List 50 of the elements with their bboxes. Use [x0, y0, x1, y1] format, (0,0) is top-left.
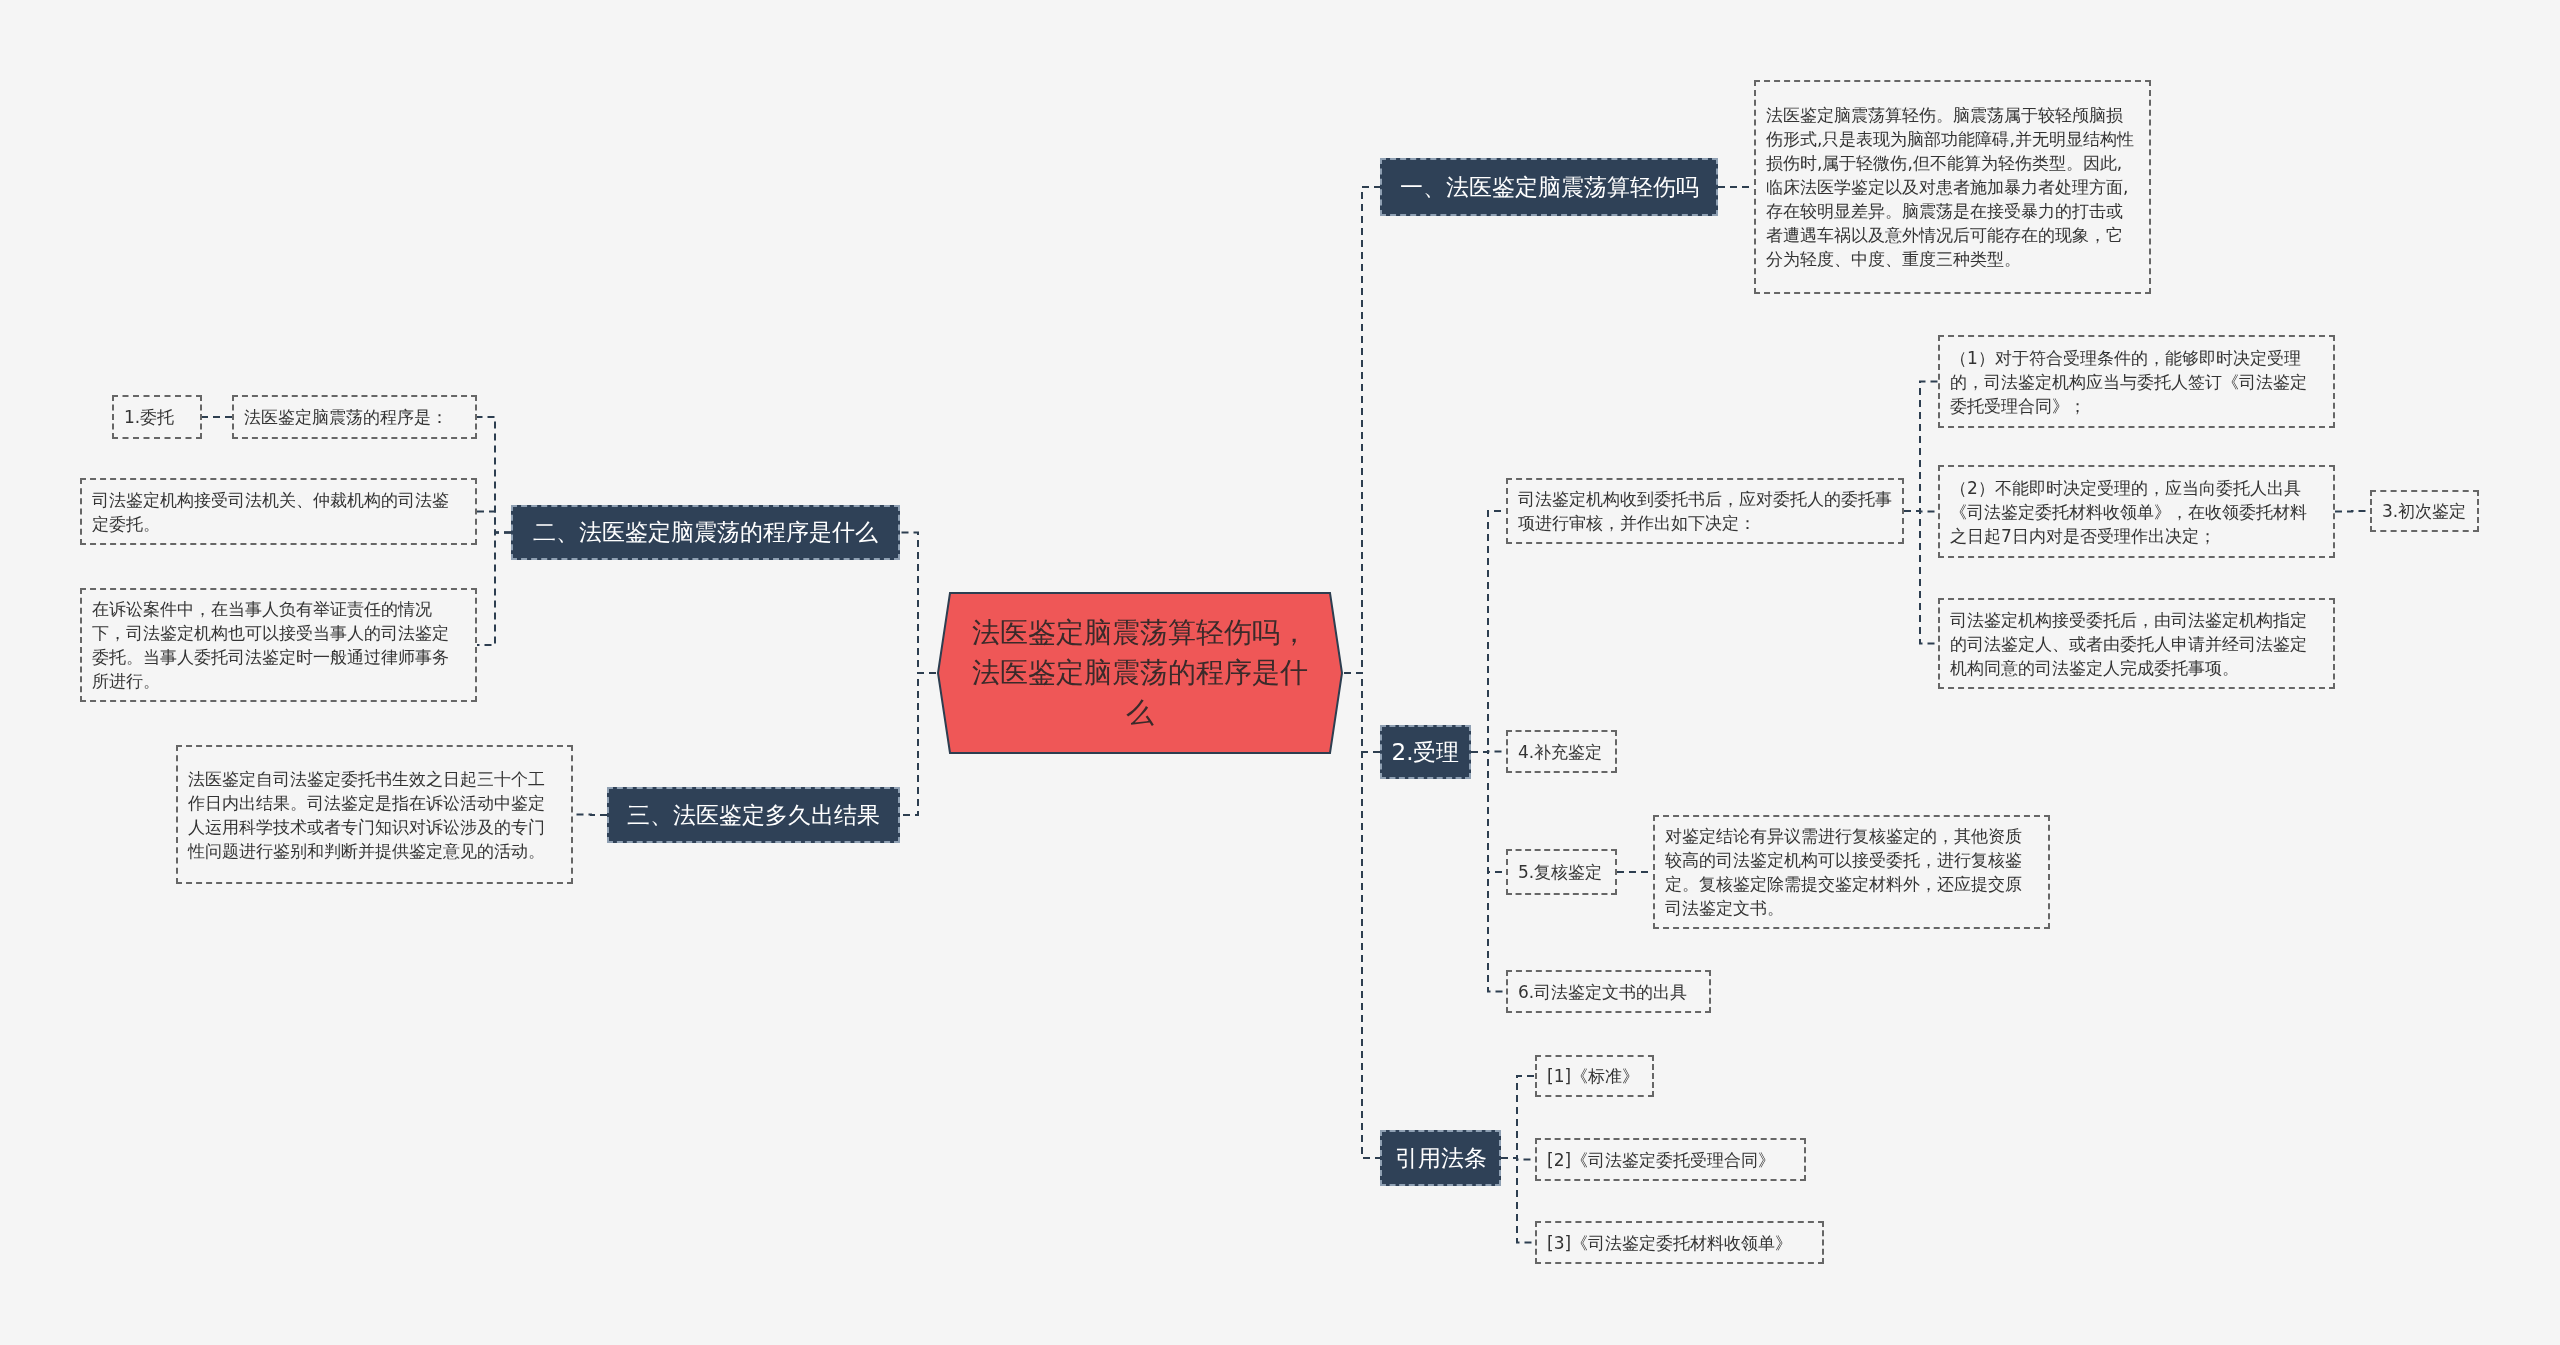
note-box [176, 745, 573, 884]
topic-box [1380, 158, 1718, 216]
note-text: 6.司法鉴定文书的出具 [1518, 980, 1688, 1004]
topic-box [1380, 1130, 1501, 1186]
note-text: 法医鉴定脑震荡算轻伤。脑震荡属于较轻颅脑损伤形式,只是表现为脑部功能障碍,并无明显结构性损伤时,属于轻微伤,但不能算为轻伤类型。因此,临床法医学鉴定以及对患者施加暴力者处理方面,存在较明显差异。脑震荡是在接受暴力的打击或者遭遇车祸以及意外情况后可能存在的现象，它分为轻度、中度、重度三种类型。 [1766, 104, 2135, 271]
topic-box [511, 505, 900, 560]
topic-label: 2.受理 [1391, 737, 1460, 767]
note-text: 对鉴定结论有异议需进行复核鉴定的，其他资质较高的司法鉴定机构可以接受委托，进行复核鉴定。复核鉴定除需提交鉴定材料外，还应提交原司法鉴定文书。 [1665, 825, 2023, 920]
note-text: [1]《标准》 [1547, 1065, 1640, 1088]
note-box [232, 395, 477, 439]
note-text: 1.委托 [124, 406, 175, 429]
note-box [112, 395, 202, 439]
topic-box [607, 787, 900, 843]
note-box [1506, 849, 1617, 895]
note-text: 法医鉴定脑震荡的程序是： [244, 406, 448, 429]
topic-label: 引用法条 [1394, 1143, 1487, 1173]
note-box [1535, 1055, 1654, 1097]
note-box [1653, 815, 2050, 929]
central-topic-text: 法医鉴定脑震荡算轻伤吗，法医鉴定脑震荡的程序是什么 [971, 615, 1309, 731]
note-box [1754, 80, 2151, 294]
note-text: 司法鉴定机构接受委托后，由司法鉴定机构指定的司法鉴定人、或者由委托人申请并经司法鉴定机构同意的司法鉴定人完成委托事项。 [1950, 608, 2308, 680]
note-text: 司法鉴定机构收到委托书后，应对委托人的委托事项进行审核，并作出如下决定： [1518, 488, 1892, 535]
note-box [1938, 598, 2335, 689]
note-box [80, 478, 477, 545]
note-box [1535, 1221, 1824, 1264]
central-topic [936, 591, 1344, 755]
note-text: 3.初次鉴定 [2382, 500, 2467, 523]
note-box [1506, 730, 1617, 773]
topic-label: 二、法医鉴定脑震荡的程序是什么 [533, 518, 878, 547]
note-box [1938, 465, 2335, 558]
note-text: 4.补充鉴定 [1518, 740, 1603, 764]
note-box [1535, 1138, 1806, 1181]
connector-line [201, 416, 233, 418]
note-text: 司法鉴定机构接受司法机关、仲裁机构的司法鉴定委托。 [92, 488, 450, 536]
note-text: [2]《司法鉴定委托受理合同》 [1547, 1148, 1776, 1172]
topic-label: 一、法医鉴定脑震荡算轻伤吗 [1399, 172, 1699, 202]
note-box [1938, 335, 2335, 428]
topic-box [1380, 725, 1471, 779]
note-text: 在诉讼案件中，在当事人负有举证责任的情况下，司法鉴定机构也可以接受当事人的司法鉴定委托。当事人委托司法鉴定时一般通过律师事务所进行。 [92, 598, 450, 693]
note-text: （1）对于符合受理条件的，能够即时决定受理的，司法鉴定机构应当与委托人签订《司法鉴定委托受理合同》； [1950, 346, 2308, 418]
topic-label: 三、法医鉴定多久出结果 [627, 800, 880, 830]
note-text: 法医鉴定自司法鉴定委托书生效之日起三十个工作日内出结果。司法鉴定是指在诉讼活动中鉴定人运用科学技术或者专门知识对诉讼涉及的专门性问题进行鉴别和判断并提供鉴定意见的活动。 [188, 767, 546, 863]
connector-line [476, 531, 512, 646]
note-text: （2）不能即时决定受理的，应当向委托人出具《司法鉴定委托材料收领单》，在收领委托材料之日起7日内对是否受理作出决定； [1950, 476, 2308, 548]
note-box [1506, 478, 1904, 544]
note-box [1506, 970, 1711, 1013]
note-box [2370, 490, 2479, 532]
note-text: 5.复核鉴定 [1518, 861, 1603, 884]
note-text: [3]《司法鉴定委托材料收领单》 [1547, 1231, 1793, 1255]
note-box [80, 588, 477, 702]
